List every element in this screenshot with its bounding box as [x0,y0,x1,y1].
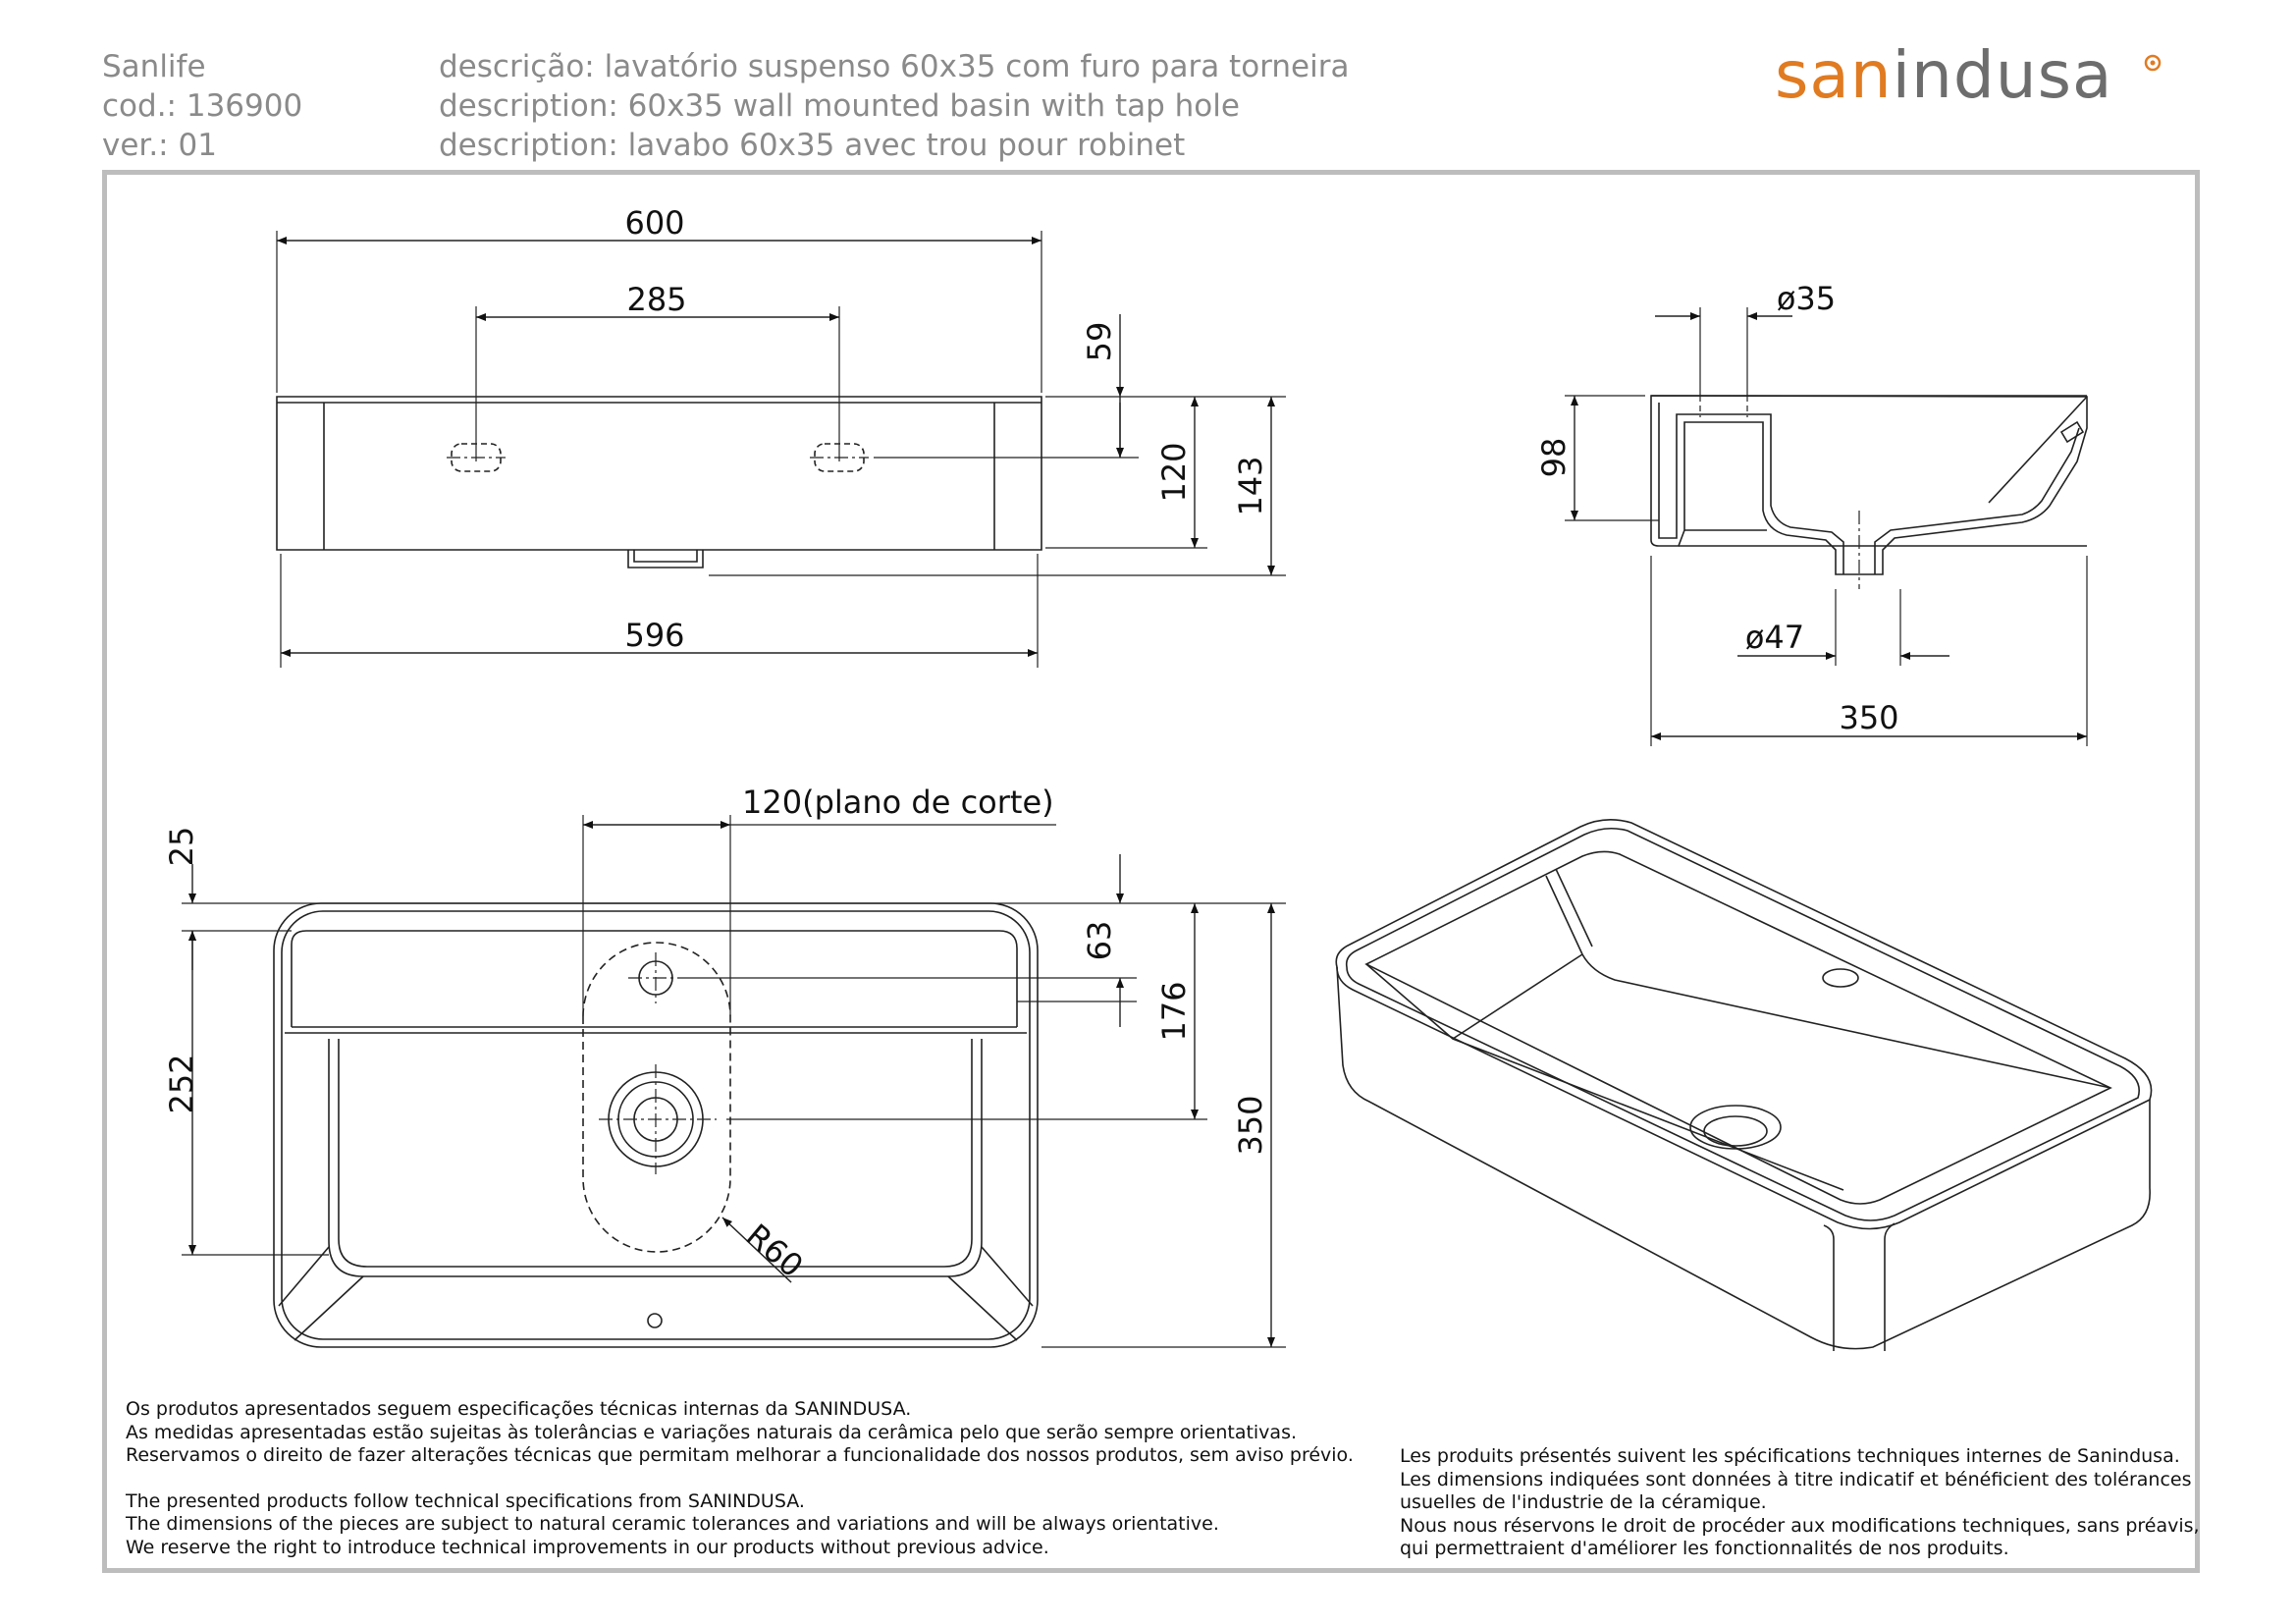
product-info: Sanlife cod.: 136900 ver.: 01 [102,47,302,165]
dim-hole-spacing: 285 [626,281,686,318]
logo-mark-icon [2144,54,2162,72]
dim-total-height: 143 [1232,456,1269,515]
drawing-frame [102,170,2200,1573]
front-view [276,231,1286,668]
plan-view [182,815,1286,1348]
note-fr-4: Nous nous réservons le droit de procéder… [1400,1514,2200,1537]
dim-depth: 350 [1839,699,1898,736]
logo-part-indusa: indusa [1892,37,2113,113]
product-version: ver.: 01 [102,128,217,163]
note-en-1: The presented products follow technical … [126,1489,805,1512]
note-fr-2: Les dimensions indiquées sont données à … [1400,1468,2192,1490]
dim-side-height: 98 [1535,438,1573,478]
notes-left: Os produtos apresentados seguem especifi… [126,1398,1354,1559]
notes-right: Les produits présentés suivent les spéci… [1400,1445,2200,1561]
note-pt-2: As medidas apresentadas estão sujeitas à… [126,1421,1298,1443]
dim-waste-diameter: ø47 [1745,619,1804,656]
dim-cut-plane: 120(plano de corte) [742,784,1054,821]
logo-part-san: san [1775,37,1893,113]
dim-rim-back: 25 [163,827,200,867]
note-pt-3: Reservamos o direito de fazer alterações… [126,1444,1354,1466]
side-section-view [1565,307,2088,746]
dim-radius: R60 [739,1217,811,1285]
dim-hole-height: 120 [1155,442,1193,502]
product-code: cod.: 136900 [102,88,303,124]
isometric-view [1335,819,2153,1351]
note-en-2: The dimensions of the pieces are subject… [126,1513,1219,1535]
description-en: description: 60x35 wall mounted basin wi… [439,88,1240,124]
dim-tap-offset: 63 [1081,921,1118,961]
note-pt-1: Os produtos apresentados seguem especifi… [126,1398,912,1420]
note-fr-1: Les produits présentés suivent les spéci… [1400,1445,2180,1467]
dim-tap-hole-diameter: ø35 [1777,280,1836,317]
product-descriptions: descrição: lavatório suspenso 60x35 com … [439,47,1349,165]
sanindusa-logo: sanindusa [1775,41,2112,110]
note-en-3: We reserve the right to introduce techni… [126,1536,1049,1558]
dim-front-width: 600 [624,204,684,242]
note-fr-5: qui permettraient d'améliorer les foncti… [1400,1538,2009,1559]
dim-top-offset: 59 [1081,322,1118,362]
note-fr-3: usuelles de l'industrie de la céramique. [1400,1491,1767,1513]
description-fr: description: lavabo 60x35 avec trou pour… [439,128,1186,163]
product-name: Sanlife [102,49,206,84]
dim-waste-offset: 176 [1155,981,1193,1041]
dim-front-base-width: 596 [624,617,684,654]
dim-plan-depth: 350 [1232,1095,1269,1155]
description-pt: descrição: lavatório suspenso 60x35 com … [439,49,1350,84]
dim-inner-depth: 252 [163,1054,200,1113]
